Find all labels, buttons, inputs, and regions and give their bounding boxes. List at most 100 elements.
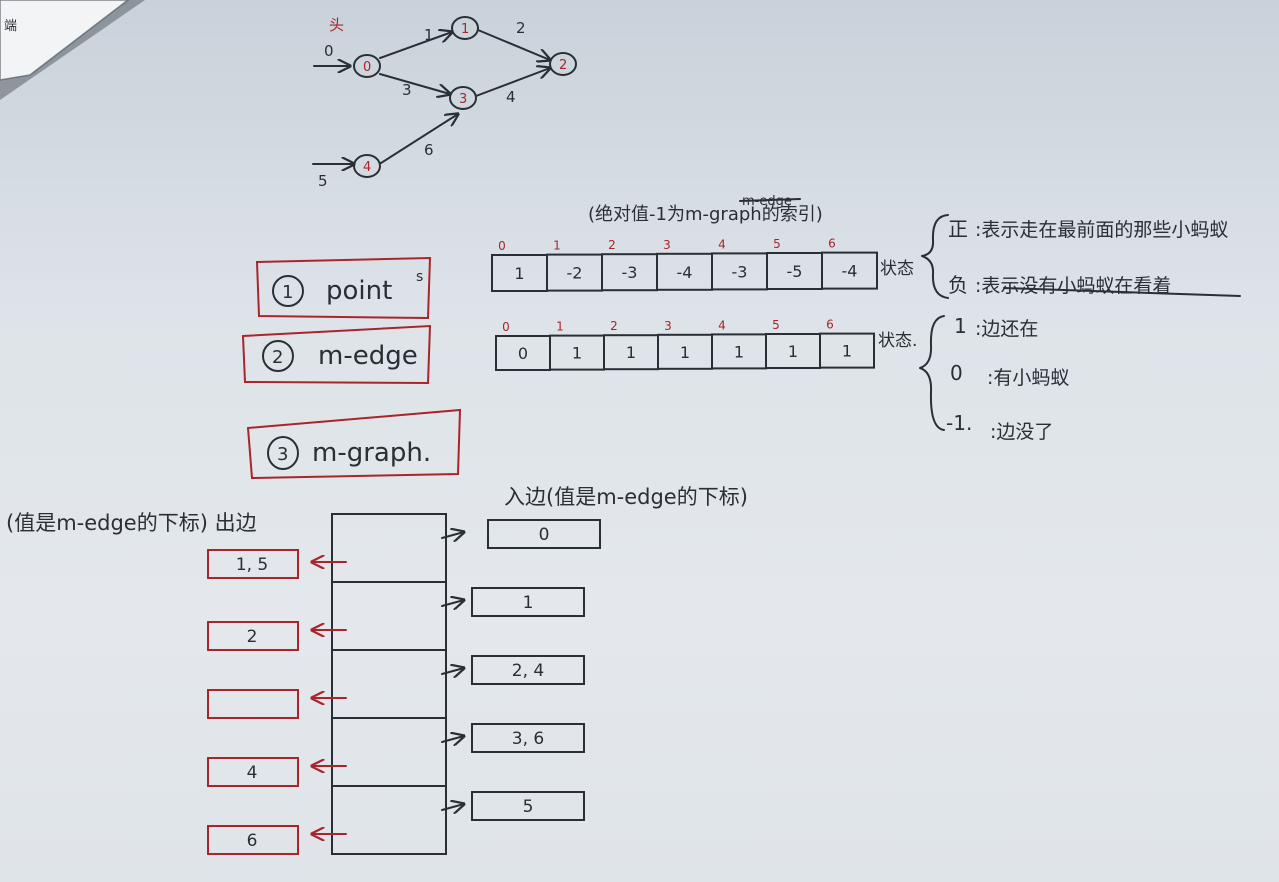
point-array-cell-value: -3 [732,262,748,281]
structure-m-graph-name: m-graph. [312,438,431,468]
point-array-cell-value: -2 [567,264,583,283]
in-edge-arrow [441,668,464,674]
structure-m-edge-name: m-edge [318,341,418,371]
svg-text:2: 2 [559,58,567,73]
point-array-index: 5 [773,237,781,251]
edge-array-cell-value: 1 [572,344,582,363]
edge-array-cell-value: 1 [626,343,636,362]
structure-num-circle [267,436,299,470]
in-edge-box [471,723,585,753]
edge-array-index: 0 [502,320,510,334]
in-edge-value: 0 [539,525,550,545]
edge-0-label: 0 [324,42,334,60]
edge-3-arrow [379,73,450,94]
point-array-cell-value: -4 [842,262,858,281]
point-array-index: 4 [718,237,726,251]
edge-array-cell-value: 1 [788,342,798,361]
point-state-neg-text: :表示没有小蚂蚁在看着 [975,275,1171,297]
graph-node-0: 0 [353,54,381,78]
edge-6-label: 6 [424,141,434,159]
out-edge-value: 4 [247,763,258,783]
out-edge-box [207,621,299,651]
structure-point-num: 1 [282,282,293,303]
edge-array-index: 6 [826,318,834,332]
edge-array-index: 1 [556,320,564,334]
in-edge-arrow [441,600,464,606]
edge-2-label: 2 [516,19,526,37]
edge-array-cell-value: 1 [734,342,744,361]
corner-paper: 端 [0,0,145,100]
point-state-pos-text: :表示走在最前面的那些小蚂蚁 [975,219,1228,241]
in-edge-arrow [441,532,464,538]
structure-m-graph: 3 m-graph. [246,408,462,480]
graph-node-4: 4 [353,154,381,178]
out-edge-box [207,757,299,787]
in-edge-label: 入边(值是m-edge的下标) [504,485,748,509]
index-note: (绝对值-1为m-graph的索引) m-edge [588,194,823,225]
in-edge-value: 5 [523,797,534,817]
point-array-index: 6 [828,237,836,251]
edge-state-1-text: :边还在 [975,318,1038,340]
point-state-pos-symbol: 正 [948,217,968,241]
in-edge-value: 1 [523,593,534,613]
in-edge-value: 2, 4 [512,661,544,681]
svg-text:3: 3 [459,92,467,107]
start-mark: 头 [329,16,344,34]
graph-diagram: 头 0 1 2 3 4 5 6 0 1 2 3 [312,16,577,190]
point-array-cell [821,251,878,290]
out-edge-box [207,825,299,855]
edge-array-cell [819,332,875,369]
edge-4-arrow [475,68,550,97]
point-state-neg-strike [1003,287,1241,297]
edge-state-label: 状态. [878,331,917,351]
in-edge-value: 3, 6 [512,729,544,749]
point-array-cell-value: 1 [514,264,524,283]
edge-state-brace [919,315,945,431]
structure-m-edge: 2 m-edge [241,324,432,385]
edge-state-neg-text: :边没了 [990,421,1053,443]
point-array-index: 2 [608,238,616,252]
structure-point: 1 point s [255,256,432,320]
structure-m-graph-num: 3 [277,444,288,465]
in-edge-box [471,791,585,821]
graph-node-3: 3 [449,86,477,110]
edge-state-0-symbol: 0 [950,361,963,385]
edge-state-neg-symbol: -1. [946,411,972,435]
out-edge-value: 6 [247,831,258,851]
edge-array-cell-value: 1 [842,342,852,361]
out-edge-box [207,549,299,579]
structure-point-mark: s [416,269,423,285]
graph-node-1: 1 [451,16,479,40]
index-note-strike-line [739,198,801,202]
in-edge-box [471,655,585,685]
edge-array-index: 2 [610,319,618,333]
in-edge-arrow [441,736,464,742]
svg-text:4: 4 [363,160,371,175]
structure-num-circle [262,340,294,372]
out-edge-box [207,689,299,719]
structure-point-name: point [326,276,392,306]
point-array-index: 3 [663,238,671,252]
point-state-neg-symbol: 负 [948,273,968,297]
structure-num-circle [272,275,304,307]
edge-6-arrow [380,114,458,164]
index-note-text: (绝对值-1为m-graph的索引) [588,204,823,225]
edge-state-0-text: :有小蚂蚁 [987,367,1069,389]
edge-array-cell-value: 1 [680,343,690,362]
index-note-strike: m-edge [742,194,792,209]
corner-note: 端 [4,19,17,34]
out-edge-value: 1, 5 [236,555,268,575]
point-state-brace [921,214,949,299]
point-array-cell-value: -3 [622,263,638,282]
out-edge-label: (值是m-edge的下标) 出边 [6,511,257,535]
edge-state-1-symbol: 1 [954,314,967,338]
edge-array-index: 3 [664,319,672,333]
m-graph-column [331,513,447,855]
edge-array-index: 4 [718,318,726,332]
point-array: 10-21-32-43-34-55-46 状态 正 :表示走在最前面的那些小蚂蚁… [491,214,1241,299]
edge-array-index: 5 [772,318,780,332]
